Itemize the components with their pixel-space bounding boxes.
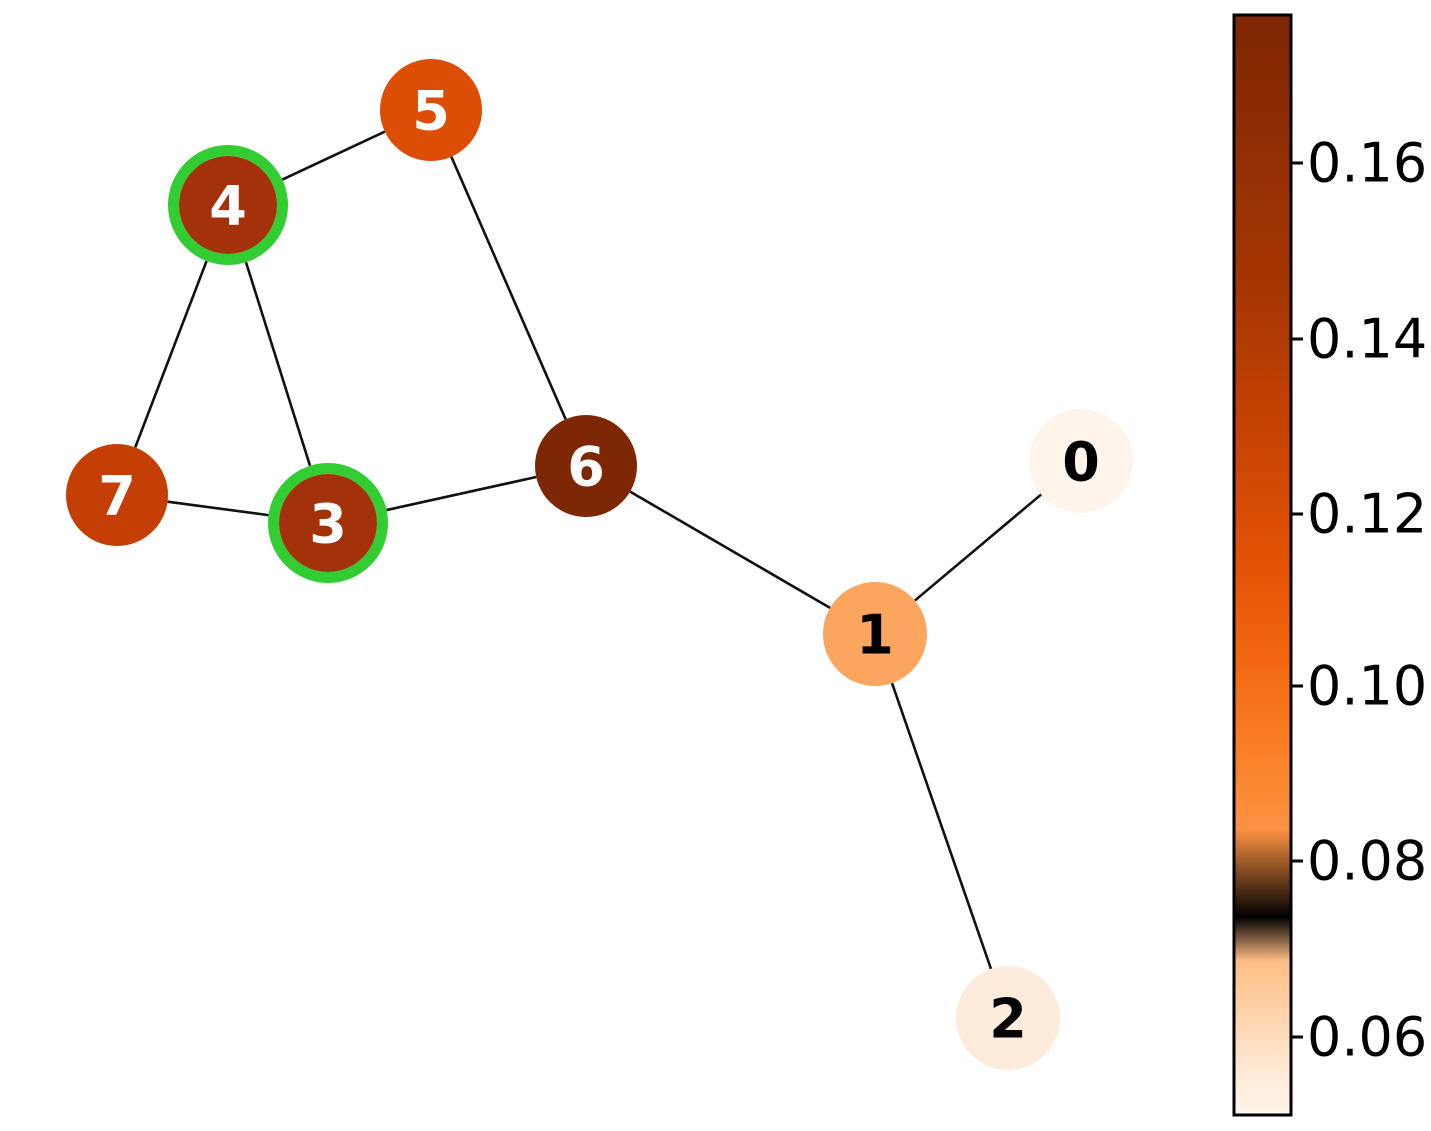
graph-edges — [134, 130, 1043, 970]
node-highlight-ring — [268, 463, 388, 583]
node-circle[interactable] — [66, 444, 168, 546]
graph-edge — [244, 261, 312, 467]
node-circle[interactable] — [823, 582, 927, 686]
node-circle[interactable] — [956, 966, 1060, 1070]
node-highlight-ring — [168, 145, 288, 265]
graph-node-1[interactable]: 1 — [823, 582, 927, 686]
node-circle[interactable] — [179, 156, 277, 254]
colorbar-tick-label: 0.12 — [1307, 483, 1427, 546]
graph-edge — [167, 500, 269, 517]
graph-node-3[interactable]: 3 — [268, 463, 388, 583]
colorbar: 0.16 0.14 0.12 0.10 0.08 0.06 — [1232, 13, 1427, 1117]
graph-node-0[interactable]: 0 — [1029, 409, 1133, 513]
colorbar-tick-label: 0.08 — [1307, 830, 1427, 893]
colorbar-outline — [1232, 13, 1293, 1117]
colorbar-gradient — [1234, 15, 1291, 1115]
graph-node-7[interactable]: 7 — [66, 444, 168, 546]
graph-edge — [134, 260, 208, 448]
graph-edge — [281, 130, 386, 181]
graph-node-4[interactable]: 4 — [168, 145, 288, 265]
graph-edge — [629, 490, 831, 609]
graph-node-2[interactable]: 2 — [956, 966, 1060, 1070]
colorbar-tick-label: 0.14 — [1307, 308, 1427, 371]
node-circle[interactable] — [535, 415, 637, 517]
graph-node-5[interactable]: 5 — [380, 59, 482, 161]
graph-edge — [450, 156, 567, 420]
colorbar-tick-label: 0.16 — [1307, 132, 1427, 195]
graph-edge — [913, 493, 1043, 602]
graph-edge — [386, 475, 537, 512]
graph-node-6[interactable]: 6 — [535, 415, 637, 517]
colorbar-tick-label: 0.10 — [1307, 655, 1427, 718]
graph-edge — [890, 682, 993, 970]
node-circle[interactable] — [279, 474, 377, 572]
node-circle[interactable] — [380, 59, 482, 161]
node-circle[interactable] — [1029, 409, 1133, 513]
colorbar-tick-label: 0.06 — [1307, 1006, 1427, 1069]
